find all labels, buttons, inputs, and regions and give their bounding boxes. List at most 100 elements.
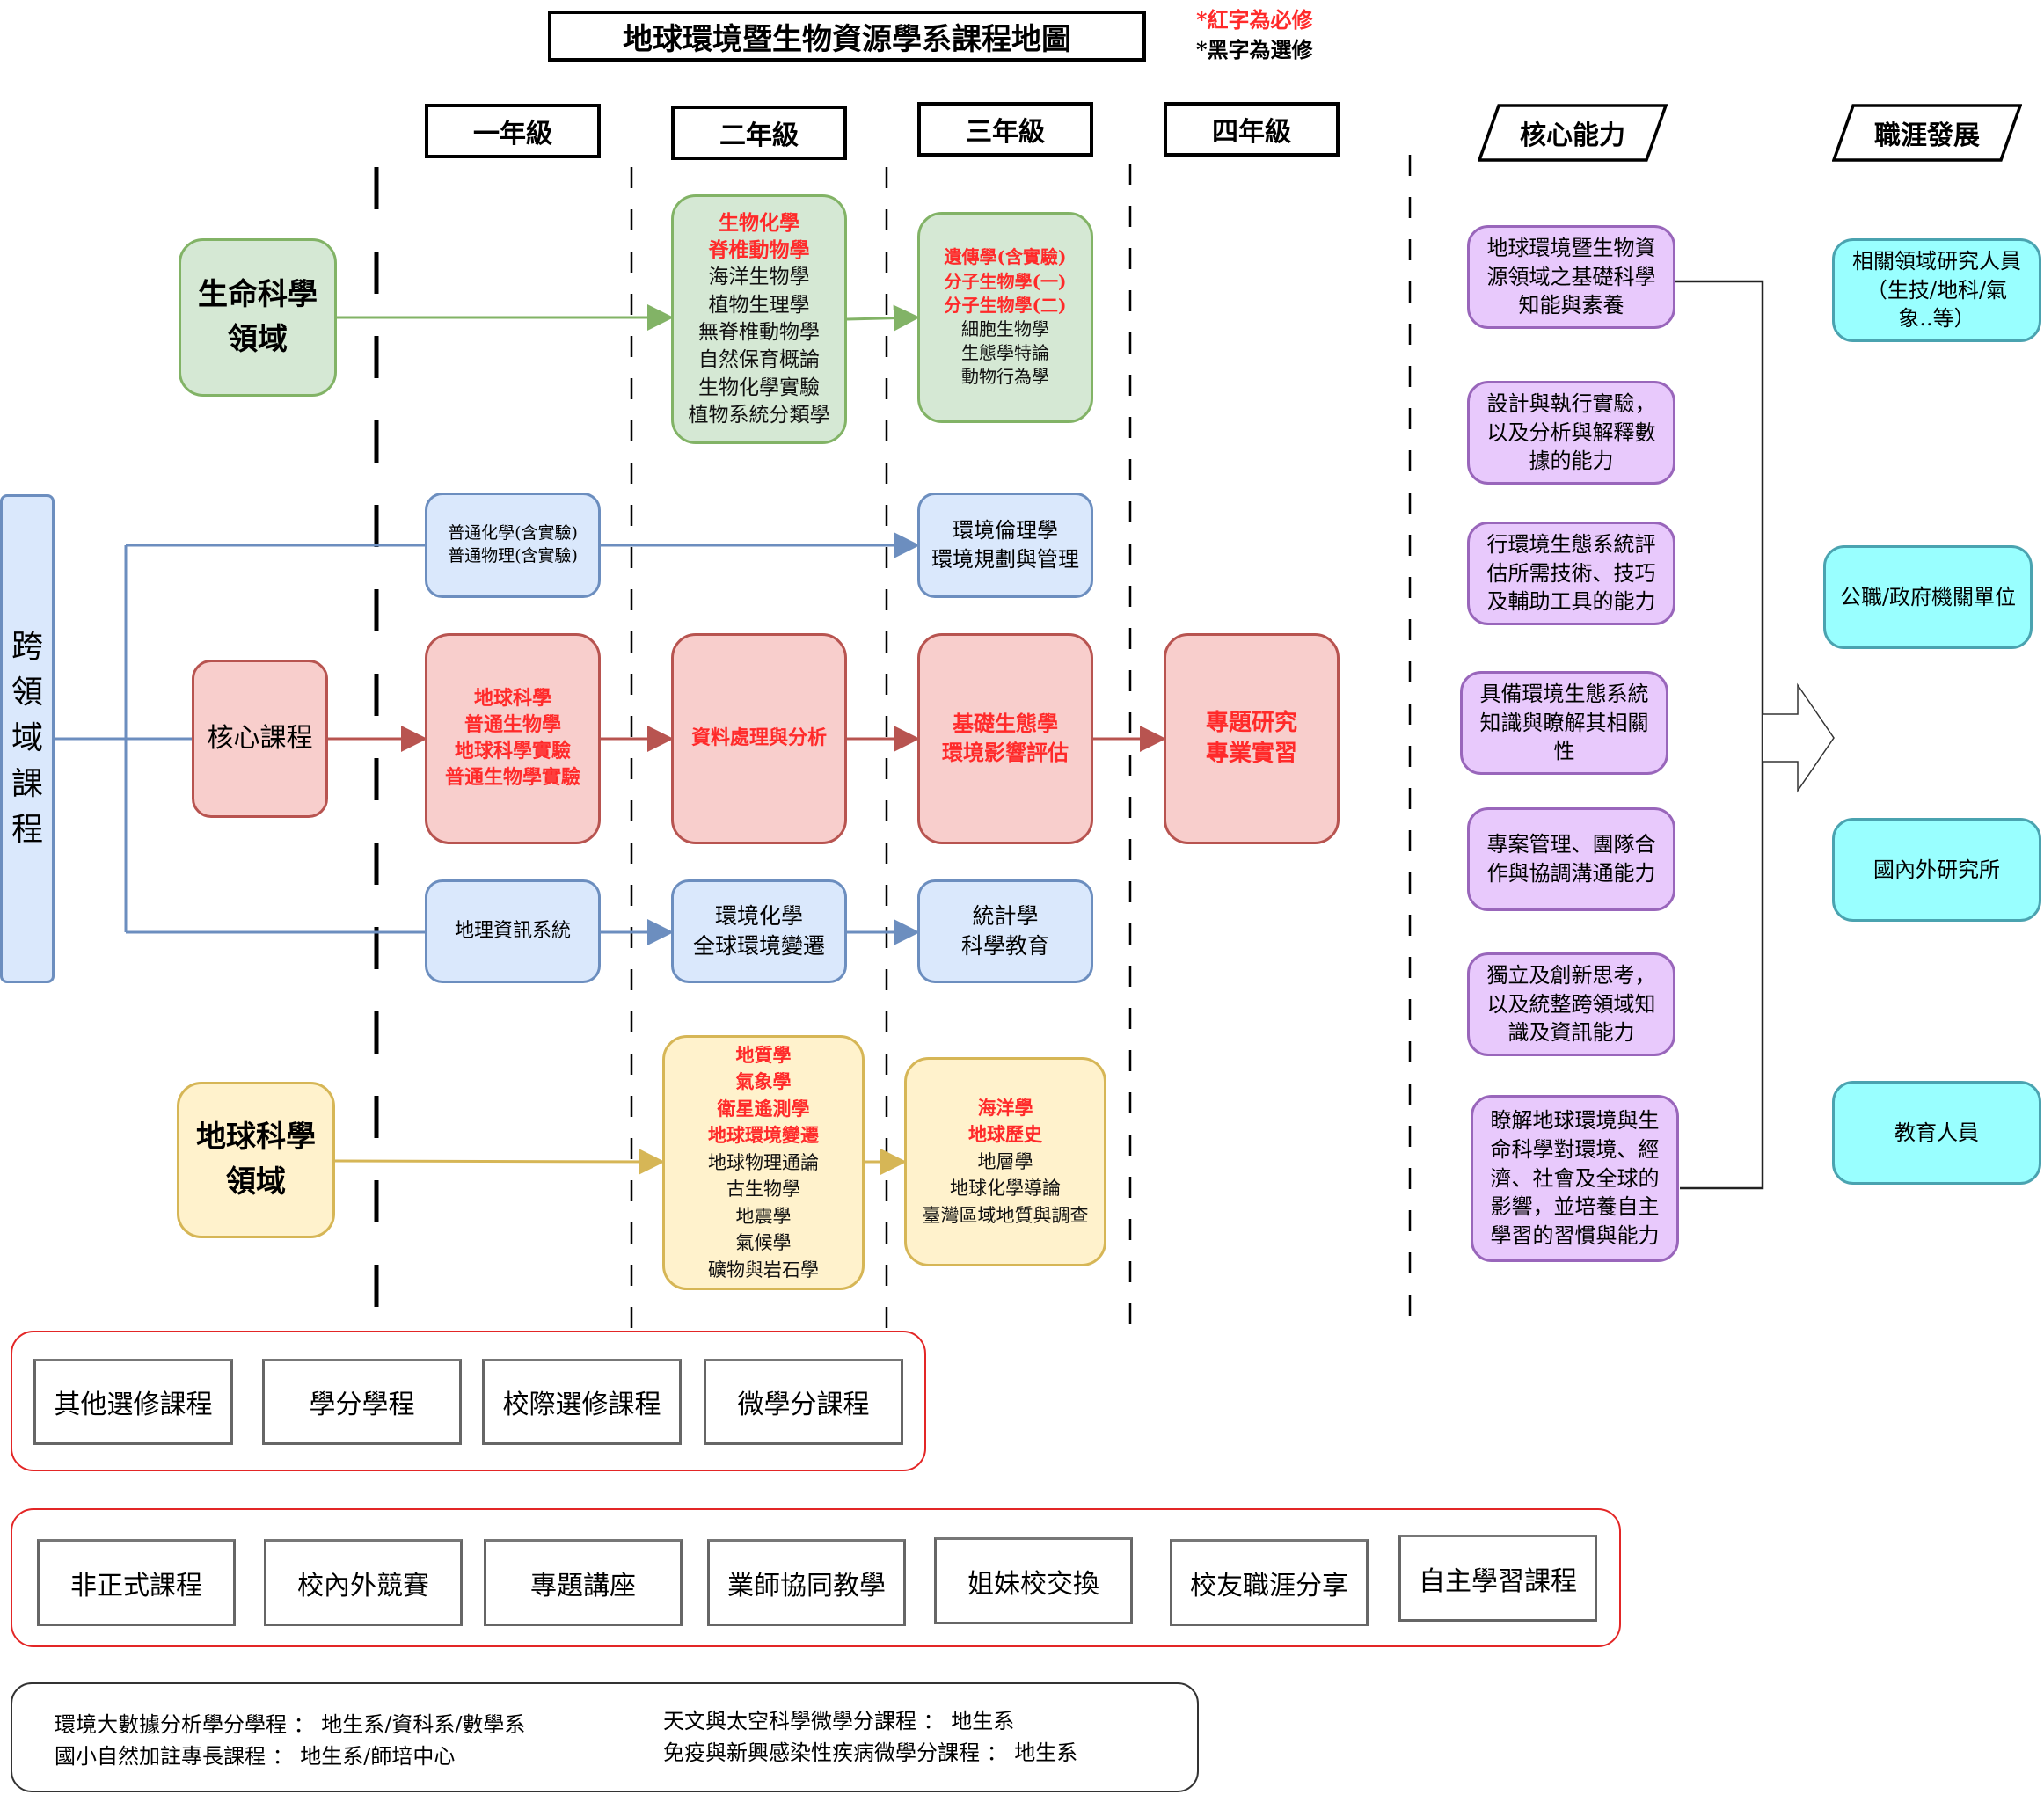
course-required: 地質學: [735, 1044, 792, 1067]
core-label-text: 核心課程: [207, 722, 313, 754]
course-elective: 臺灣區域地質與調查: [922, 1204, 1089, 1226]
title-text: 地球環境暨生物資源學系課程地圖: [623, 21, 1071, 57]
course-required: 普通生物學: [464, 713, 561, 737]
career-header: 職涯發展: [1832, 104, 2022, 162]
course-required: 地球環境變遷: [708, 1124, 819, 1147]
career-line: 相關領域研究人員: [1852, 249, 2021, 274]
program-other-electives: 其他選修課程: [33, 1359, 233, 1445]
career-researcher: 相關領域研究人員 （生技/地科/氣 象..等）: [1832, 238, 2041, 342]
career-educator: 教育人員: [1832, 1081, 2041, 1185]
course-elective: 氣候學: [735, 1232, 792, 1254]
competency-line: 源領域之基礎科學: [1486, 264, 1656, 289]
competency-line: 地球環境暨生物資: [1486, 236, 1656, 261]
course-required: 基礎生態學: [953, 711, 1058, 737]
informal-item: 非正式課程: [37, 1539, 236, 1626]
core-courses-label: 核心課程: [192, 660, 328, 818]
competency-line: 濟、社會及全球的: [1490, 1165, 1660, 1191]
competency-line: 設計與執行實驗，: [1486, 391, 1656, 417]
informal-item: 校友職涯分享: [1170, 1539, 1369, 1626]
earth-science-year3: 海洋學 地球歷史 地層學 地球化學導論 臺灣區域地質與調查: [904, 1057, 1106, 1266]
competency-line: 估所需技術、技巧: [1486, 560, 1656, 586]
course-elective: 古生物學: [726, 1178, 800, 1200]
competency-line: 識及資訊能力: [1507, 1020, 1635, 1046]
course-elective: 無脊椎動物學: [698, 321, 820, 344]
program-micro-credit: 微學分課程: [704, 1359, 903, 1445]
program-notes: 環境大數據分析學分學程 ： 地生系/資科系/數學系 國小自然加註專長課程 ： 地…: [11, 1682, 1199, 1792]
informal-item: 校內外競賽: [264, 1539, 463, 1626]
earth-science-domain: 地球科學 領域: [177, 1082, 335, 1238]
competency-header-text: 核心能力: [1520, 120, 1625, 151]
program-note: 天文與太空科學微學分課程 ： 地生系: [663, 1709, 1015, 1733]
course-required: 海洋學: [977, 1096, 1033, 1119]
core-year2: 資料處理與分析: [671, 633, 847, 844]
life-science-year2: 生物化學 脊椎動物學 海洋生物學 植物生理學 無脊椎動物學 自然保育概論 生物化…: [671, 194, 847, 444]
year-header-2: 二年級: [671, 106, 847, 160]
course-required: 地球科學實驗: [454, 740, 571, 763]
competency-line: 性: [1553, 739, 1575, 764]
competency-line: 行環境生態系統評: [1486, 532, 1656, 558]
informal-item: 業師協同教學: [707, 1539, 906, 1626]
competency-line: 學習的習慣與能力: [1490, 1222, 1660, 1248]
cross-domain-label: 跨 領 域 課 程: [0, 494, 55, 983]
competency-line: 知識與瞭解其相關: [1479, 710, 1649, 735]
career-header-text: 職涯發展: [1874, 120, 1980, 151]
legend: *紅字為必修 *黑字為選修: [1196, 5, 1313, 65]
cross-row1-year1: 普通化學(含實驗) 普通物理(含實驗): [425, 493, 601, 598]
big-arrow-icon: [1762, 682, 1835, 793]
label-char: 課: [11, 766, 43, 803]
course-required: 地球歷史: [968, 1123, 1042, 1146]
page-title: 地球環境暨生物資源學系課程地圖: [548, 11, 1146, 62]
competency-4: 具備環境生態系統 知識與瞭解其相關 性: [1460, 671, 1668, 775]
course-required: 生物化學: [719, 210, 799, 235]
course-required: 遺傳學(含實驗): [944, 246, 1067, 268]
course-elective: 地震學: [735, 1205, 792, 1227]
course-required: 分子生物學(一): [944, 270, 1067, 292]
competency-1: 地球環境暨生物資 源領域之基礎科學 知能與素養: [1467, 225, 1675, 329]
arrow-earth-to-year2: [334, 1148, 665, 1175]
course-required: 衛星遙測學: [717, 1097, 810, 1120]
course-elective: 海洋生物學: [708, 266, 810, 289]
informal-item: 專題講座: [484, 1539, 683, 1626]
program-note: 免疫與新興感染性疾病微學分課程 ： 地生系: [663, 1740, 1078, 1765]
course-required: 脊椎動物學: [708, 238, 810, 263]
life-science-domain: 生命科學 領域: [179, 238, 337, 397]
other-programs-group: [11, 1331, 926, 1471]
label-char: 域: [11, 719, 43, 756]
domain-label-line: 生命科學: [198, 277, 318, 312]
course-elective: 地理資訊系統: [454, 920, 571, 943]
label-char: 跨: [11, 628, 43, 665]
course-elective: 自然保育概論: [698, 348, 820, 372]
label-char: 程: [11, 812, 43, 849]
career-grad-school: 國內外研究所: [1832, 818, 2041, 922]
course-required: 專題研究: [1205, 709, 1297, 736]
core-year3: 基礎生態學 環境影響評估: [917, 633, 1093, 844]
arrow-life-year2-to-year3: [846, 304, 920, 332]
competency-3: 行環境生態系統評 估所需技術、技巧 及輔助工具的能力: [1467, 522, 1675, 625]
course-elective: 植物生理學: [708, 293, 810, 317]
career-line: 象..等）: [1898, 306, 1975, 332]
informal-item: 自主學習課程: [1398, 1535, 1597, 1622]
year-header-1: 一年級: [425, 104, 601, 158]
competency-line: 知能與素養: [1518, 293, 1624, 318]
competency-line: 具備環境生態系統: [1479, 682, 1649, 707]
course-elective: 普通物理(含實驗): [448, 546, 578, 565]
competency-line: 及輔助工具的能力: [1486, 589, 1656, 615]
course-elective: 生態學特論: [961, 342, 1049, 364]
core-year4: 專題研究 專業實習: [1164, 633, 1340, 844]
career-line: 教育人員: [1894, 1120, 1979, 1145]
competency-line: 影響，並培養自主: [1490, 1194, 1660, 1220]
competency-5: 專案管理、團隊合 作與協調溝通能力: [1467, 807, 1675, 911]
life-science-year3: 遺傳學(含實驗) 分子生物學(一) 分子生物學(二) 細胞生物學 生態學特論 動…: [917, 212, 1093, 423]
career-line: （生技/地科/氣: [1865, 277, 2008, 303]
career-line: 國內外研究所: [1873, 857, 2000, 882]
competency-bracket: [1675, 280, 1764, 1190]
course-elective: 普通化學(含實驗): [448, 523, 578, 544]
year-header-4: 四年級: [1164, 102, 1340, 157]
course-required: 氣象學: [735, 1070, 792, 1093]
legend-elective: *黑字為選修: [1196, 37, 1313, 62]
course-elective: 地球化學導論: [950, 1178, 1061, 1200]
competency-line: 據的能力: [1529, 449, 1614, 474]
course-elective: 地球物理通論: [708, 1151, 819, 1173]
year-header-3: 三年級: [917, 102, 1093, 157]
